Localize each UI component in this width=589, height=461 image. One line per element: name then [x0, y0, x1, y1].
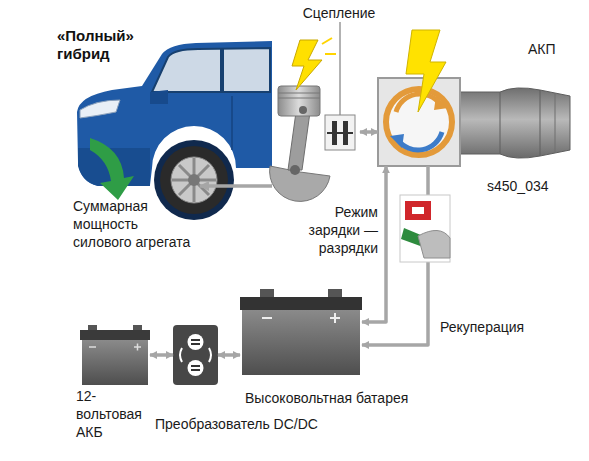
figure-code: s450_034 — [487, 177, 549, 195]
car-door-line — [231, 96, 233, 150]
node-label: АКП — [528, 40, 556, 58]
electric-symbol — [406, 30, 446, 112]
rim-spokes — [172, 158, 216, 202]
spark-ray — [325, 53, 336, 55]
motor-arrow-head — [434, 96, 448, 110]
connector-arrow — [218, 353, 240, 357]
battery-high-voltage — [240, 289, 362, 375]
charge-plug — [401, 228, 428, 247]
spark-symbol — [292, 40, 322, 90]
car-mirror — [150, 90, 168, 104]
charge-socket — [405, 201, 431, 220]
edge-label: Режим зарядки — разрядки — [296, 203, 378, 257]
hand — [418, 230, 450, 258]
clutch-plate — [343, 121, 348, 145]
connecting-rod — [288, 112, 310, 170]
plus-symbol — [137, 344, 139, 351]
charge-icon — [400, 195, 450, 262]
node-label: Преобразователь DC/DC — [155, 415, 318, 433]
diagram-title: «Полный» гибрид — [57, 27, 147, 63]
motor-arrow-head — [390, 134, 404, 148]
battery-12v-node: 12-вольтовая АКБ — [80, 325, 150, 385]
tyre — [160, 146, 228, 214]
piston-ring — [278, 98, 320, 99]
edge-label: Рекуперация — [440, 318, 524, 336]
dcdc-converter — [173, 325, 218, 385]
converter-circle — [188, 334, 204, 350]
hub — [188, 174, 200, 186]
rim — [171, 157, 217, 203]
piston — [278, 86, 320, 116]
transmission-rib — [540, 90, 541, 156]
drive-arrow — [90, 138, 134, 200]
transmission-rib — [555, 93, 556, 153]
node-label: 12-вольтовая АКБ — [76, 387, 148, 441]
motor-housing — [378, 78, 460, 166]
clutch-plate — [332, 121, 337, 145]
battery-lid — [240, 297, 362, 310]
motor-arrow — [398, 132, 442, 150]
dc-symbol — [191, 340, 200, 370]
node-label: Высоковольтная батарея — [245, 389, 408, 407]
icon-frame — [400, 195, 450, 262]
battery-terminal — [260, 289, 274, 298]
clutch-shaft — [327, 132, 353, 134]
power-arrow — [200, 184, 272, 188]
converter-node: Преобразователь DC/DC — [173, 322, 218, 388]
converter-arrow — [180, 348, 182, 362]
node-label: Сцепление — [303, 4, 376, 22]
spark-ray — [322, 38, 332, 44]
transmission-illustration — [378, 30, 570, 166]
wheel-arch — [154, 140, 234, 220]
transmission-case — [455, 88, 570, 158]
battery-hv-node: Высоковольтная батарея — [240, 288, 362, 378]
connector-arrow — [150, 353, 173, 357]
transmission-node: АКП — [378, 38, 568, 166]
clutch-symbol — [325, 22, 355, 150]
battery-lid — [80, 330, 150, 340]
connector-arrow — [360, 130, 378, 134]
car-pillar — [220, 48, 224, 92]
piston-ring — [278, 93, 320, 94]
battery-12v — [80, 325, 150, 385]
piston-pin — [299, 106, 307, 114]
socket-slot — [412, 207, 424, 214]
battery-body — [82, 340, 148, 385]
motor-stator — [386, 89, 452, 155]
converter-arrow — [209, 348, 211, 362]
minus-symbol — [262, 317, 272, 319]
car-illustration — [77, 41, 272, 220]
battery-body — [242, 310, 360, 375]
power-label: Суммарная мощность силового агрегата — [73, 197, 199, 251]
transmission-rib — [500, 92, 501, 154]
car-window — [152, 48, 270, 92]
crank-pin — [290, 165, 300, 175]
battery-terminal — [328, 289, 342, 298]
crank — [270, 166, 330, 201]
converter-box — [173, 325, 218, 385]
plus-symbol — [334, 313, 336, 323]
car-headlight — [80, 100, 120, 118]
clutch-housing — [325, 115, 355, 150]
clutch-node: Сцепление — [318, 4, 360, 154]
minus-symbol — [89, 346, 96, 348]
converter-circle — [188, 360, 204, 376]
leader-line — [340, 22, 341, 115]
